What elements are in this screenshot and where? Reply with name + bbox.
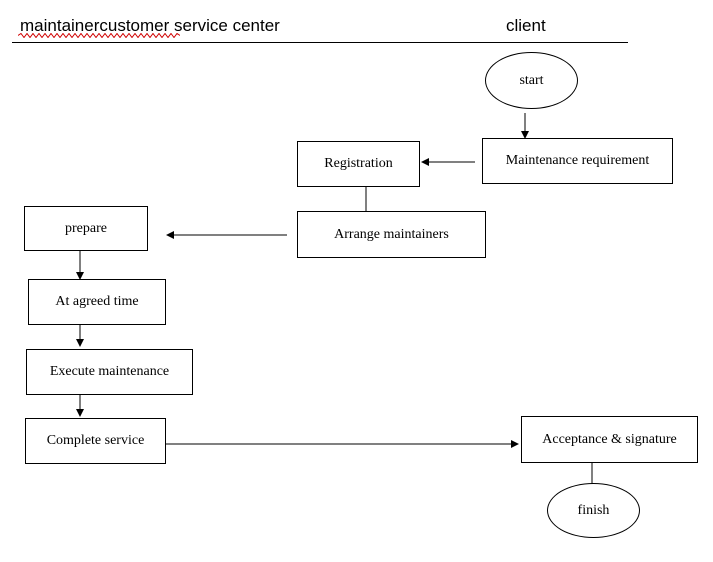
agreed-time-node: At agreed time (28, 279, 166, 325)
finish-node: finish (547, 483, 640, 538)
registration-node: Registration (297, 141, 420, 187)
maintenance-requirement-node: Maintenance requirement (482, 138, 673, 184)
execute-maintenance-node: Execute maintenance (26, 349, 193, 395)
header-left-title: maintainercustomer service center (20, 16, 280, 35)
complete-service-node: Complete service (25, 418, 166, 464)
header-right-title: client (506, 16, 546, 35)
spellcheck-underline (18, 33, 180, 38)
start-node: start (485, 52, 578, 109)
arrange-maintainers-node: Arrange maintainers (297, 211, 486, 258)
prepare-node: prepare (24, 206, 148, 251)
header-rule (12, 42, 628, 43)
acceptance-signature-node: Acceptance & signature (521, 416, 698, 463)
